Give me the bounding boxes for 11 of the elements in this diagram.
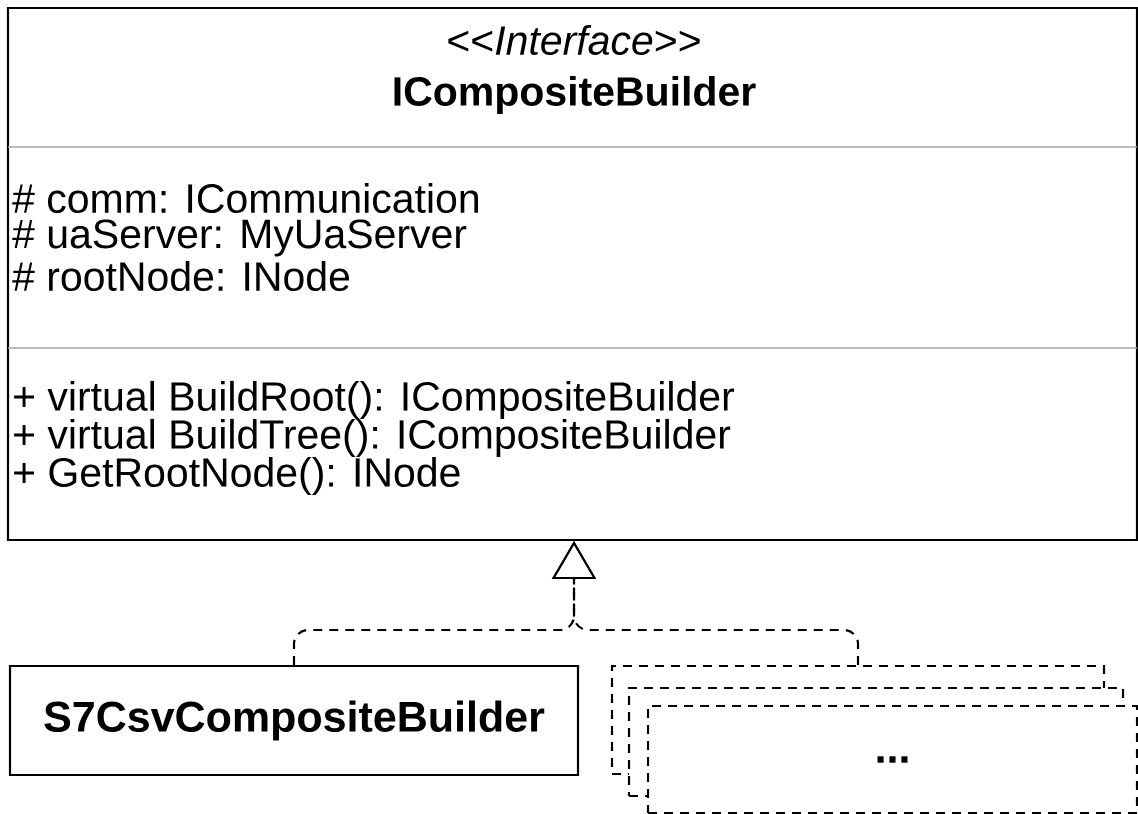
stereotype-label: <<Interface>> xyxy=(448,24,700,56)
attribute-text: # uaServer: MyUaServer xyxy=(12,219,467,257)
attribute-text: # rootNode: INode xyxy=(12,260,350,292)
method-text: + virtual BuildRoot(): ICompositeBuilder xyxy=(14,380,735,420)
attribute-text: # comm: ICommunication xyxy=(12,182,478,214)
class-box: S7CsvCompositeBuilder xyxy=(8,664,580,777)
method-text: + GetRootNode(): INode xyxy=(14,456,460,496)
class-name: ICompositeBuilder xyxy=(394,75,756,115)
method-text: + virtual BuildTree(): ICompositeBuilder xyxy=(14,418,731,458)
class-box: ... xyxy=(646,704,1138,814)
class-box xyxy=(6,6,1138,542)
